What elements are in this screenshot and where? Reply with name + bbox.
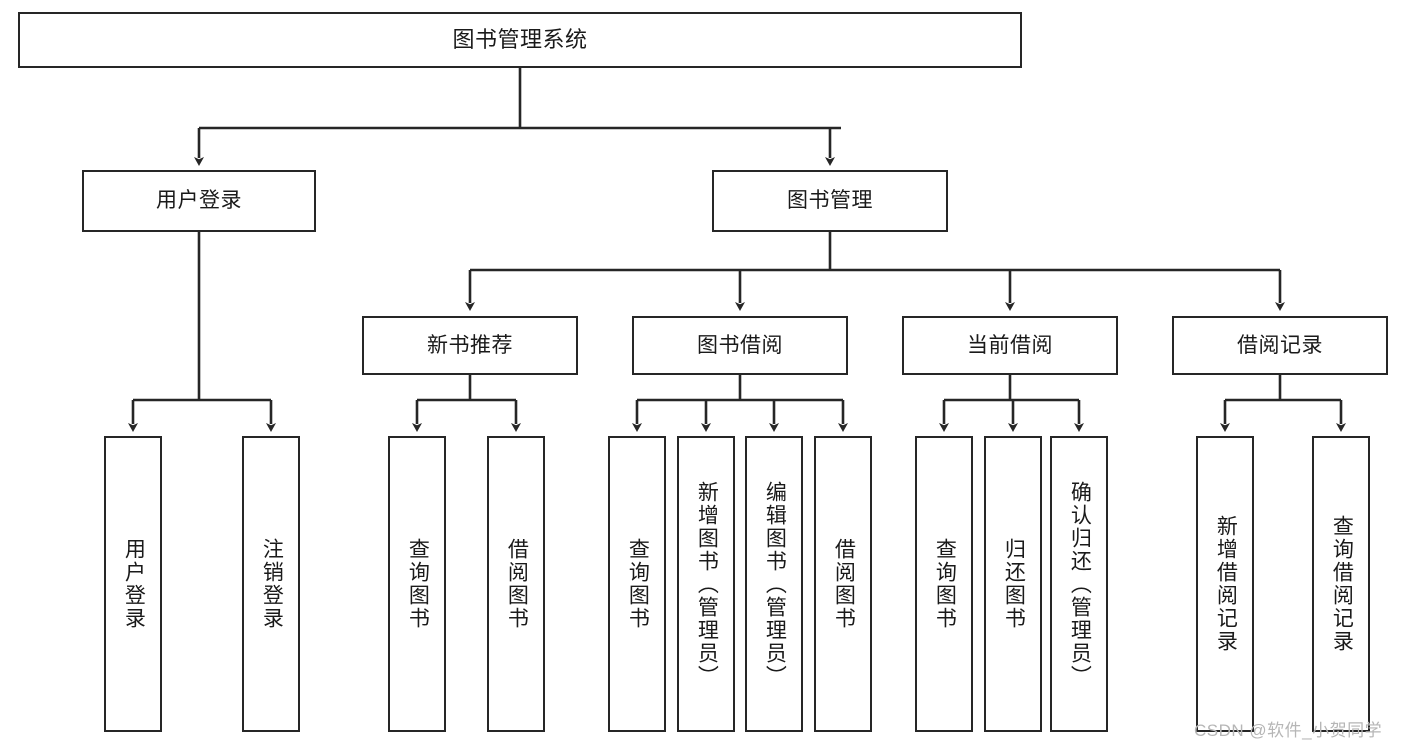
node-label: 借阅记录 [1237,333,1323,357]
node-leaf[interactable]: 用户登录 [104,436,162,732]
node-label: 注销登录 [260,538,284,630]
node-label: 用户登录 [156,189,242,213]
node-root-title[interactable]: 图书管理系统 [18,12,1022,68]
node-level2[interactable]: 用户登录 [82,170,316,232]
connector-current-borrow-to-leaves [939,375,1084,432]
node-leaf[interactable]: 新增借阅记录 [1196,436,1254,732]
connector-new-book-rec-to-leaves [412,375,521,432]
node-label: 编辑图书（管理员） [763,480,787,688]
node-label: 借阅图书 [832,538,856,630]
node-level3[interactable]: 图书借阅 [632,316,848,375]
node-level3[interactable]: 借阅记录 [1172,316,1388,375]
connector-root-to-level2 [194,68,841,166]
connector-book-mgmt-to-level3 [465,232,1285,311]
node-leaf[interactable]: 确认归还（管理员） [1050,436,1108,732]
node-label: 当前借阅 [967,333,1053,357]
node-label: 借阅图书 [505,538,529,630]
node-label: 查询图书 [933,538,957,630]
node-label: 新增借阅记录 [1214,515,1238,653]
node-label: 确认归还（管理员） [1068,480,1092,688]
node-label: 图书管理 [787,189,873,213]
node-label: 归还图书 [1002,538,1026,630]
node-label: 新书推荐 [427,333,513,357]
node-label: 图书借阅 [697,333,783,357]
node-label: 查询图书 [406,538,430,630]
node-label: 查询借阅记录 [1330,515,1354,653]
node-leaf[interactable]: 查询借阅记录 [1312,436,1370,732]
node-leaf[interactable]: 借阅图书 [814,436,872,732]
node-leaf[interactable]: 编辑图书（管理员） [745,436,803,732]
node-leaf[interactable]: 借阅图书 [487,436,545,732]
node-level3[interactable]: 当前借阅 [902,316,1118,375]
node-label: 用户登录 [122,538,146,630]
node-label: 新增图书（管理员） [695,480,719,688]
node-leaf[interactable]: 查询图书 [915,436,973,732]
connector-book-borrow-to-leaves [632,375,848,432]
node-label: 查询图书 [626,538,650,630]
node-leaf[interactable]: 查询图书 [388,436,446,732]
node-label: 图书管理系统 [452,26,588,52]
node-level3[interactable]: 新书推荐 [362,316,578,375]
connector-borrow-record-to-leaves [1220,375,1346,432]
node-level2[interactable]: 图书管理 [712,170,948,232]
node-leaf[interactable]: 新增图书（管理员） [677,436,735,732]
node-leaf[interactable]: 查询图书 [608,436,666,732]
node-leaf[interactable]: 注销登录 [242,436,300,732]
connector-user-login-to-leaves [128,232,276,432]
node-leaf[interactable]: 归还图书 [984,436,1042,732]
